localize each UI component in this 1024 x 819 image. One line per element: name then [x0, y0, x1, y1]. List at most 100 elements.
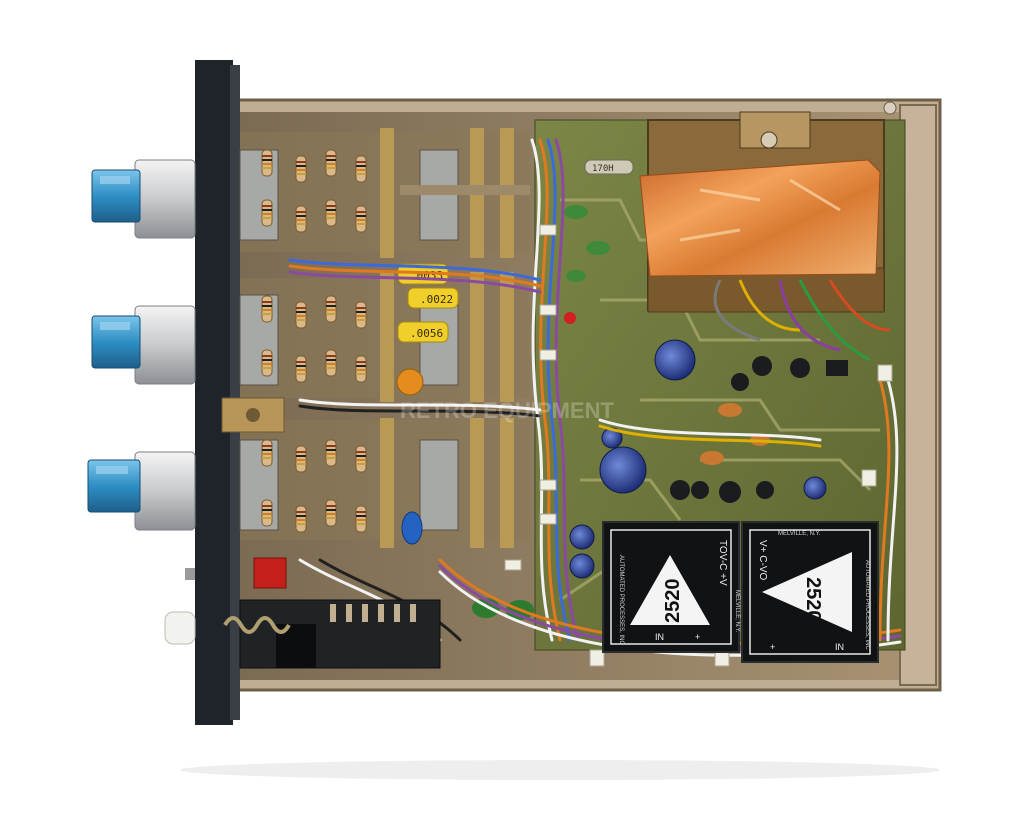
- transformer: [639, 111, 885, 313]
- resistor-band: [296, 311, 306, 313]
- rotary-switch-bank-bottom: [239, 418, 530, 548]
- film-capacitor-3-label: .0056: [410, 327, 443, 340]
- rotary-switch-bank-middle: [239, 272, 530, 402]
- resistor-band: [296, 161, 306, 163]
- resistor-band: [262, 445, 272, 447]
- rotary-switch-bank-top: [239, 128, 530, 258]
- op-amp-2-triangle: [762, 552, 852, 632]
- red-component: [253, 557, 287, 589]
- op-amp-1-model: 2520: [662, 579, 684, 624]
- resistor-band: [356, 455, 366, 457]
- chassis-right-lip: [899, 104, 937, 686]
- watermark: RETRO EQUIPMENT: [400, 398, 614, 423]
- resistor-band: [296, 169, 306, 171]
- op-amp-2-maker: AUTOMATED PROCESSES, INC: [864, 560, 870, 650]
- op-amp-2-model: 2520: [802, 577, 824, 622]
- knob-top[interactable]: [91, 159, 196, 239]
- resistor-band: [296, 315, 306, 317]
- resistor-band: [262, 363, 272, 365]
- copper-foil-wrap: [639, 159, 881, 277]
- op-amp-2-pins: V+ C-VO: [757, 540, 768, 581]
- resistor-band: [296, 519, 306, 521]
- op-amp-1-pins: TOV-C +V: [717, 540, 728, 586]
- resistor-band: [326, 217, 336, 219]
- knob-bottom[interactable]: [87, 451, 196, 531]
- op-amp-2-pin-right: IN: [835, 642, 844, 652]
- resistor-band: [262, 159, 272, 161]
- resistor-band: [262, 209, 272, 211]
- film-capacitor-2: .0022: [407, 287, 459, 309]
- floor-reflection: [180, 760, 940, 780]
- op-amp-1-triangle: [630, 555, 710, 625]
- resistor-band: [356, 365, 366, 367]
- resistor-band: [296, 215, 306, 217]
- knob-middle[interactable]: [91, 305, 196, 385]
- resistor-band: [356, 219, 366, 221]
- resistor-band: [326, 155, 336, 157]
- resistor-band: [326, 301, 336, 303]
- resistor-band: [296, 459, 306, 461]
- bracket-hole: [246, 408, 260, 422]
- op-amp-2-pin-left: +: [770, 642, 775, 652]
- resistor-band: [356, 307, 366, 309]
- electrolytic-capacitor-1: [654, 339, 696, 381]
- resistor-band: [262, 457, 272, 459]
- resistor-band: [326, 359, 336, 361]
- spring-contact: [223, 616, 291, 634]
- tantalum-capacitor-orange: [396, 368, 424, 396]
- electrolytic-capacitor-5: [569, 524, 595, 550]
- resistor-band: [326, 213, 336, 215]
- resistor-band: [356, 161, 366, 163]
- resistor-band: [326, 209, 336, 211]
- resistor-170h-label: 170H: [592, 164, 614, 174]
- resistor-band: [296, 451, 306, 453]
- resistor-band: [262, 155, 272, 157]
- resistor-band: [356, 311, 366, 313]
- op-amp-module-1: 2520 TOV-C +V AUTOMATED PROCESSES, INC M…: [602, 521, 740, 653]
- resistor-band: [296, 463, 306, 465]
- resistor-band: [262, 449, 272, 451]
- resistor-band: [296, 373, 306, 375]
- resistor-band: [262, 163, 272, 165]
- resistor-band: [356, 511, 366, 513]
- tantalum-capacitor-blue: [401, 511, 423, 545]
- resistor-band: [326, 449, 336, 451]
- resistor-band: [262, 313, 272, 315]
- op-amp-module-2: 2520 V+ C-VO AUTOMATED PROCESSES, INC ME…: [741, 521, 879, 663]
- resistor-band: [326, 367, 336, 369]
- electrolytic-capacitor-2: [599, 446, 647, 494]
- resistor-band: [326, 445, 336, 447]
- resistor-band: [296, 173, 306, 175]
- resistor-band: [356, 369, 366, 371]
- resistor-band: [262, 513, 272, 515]
- resistor-band: [326, 509, 336, 511]
- resistor-band: [356, 459, 366, 461]
- resistor-band: [296, 369, 306, 371]
- resistor-band: [356, 165, 366, 167]
- resistor-array: [261, 149, 367, 533]
- resistor-band: [296, 365, 306, 367]
- resistor-band: [296, 515, 306, 517]
- op-amp-1-pin-left: IN: [655, 632, 664, 642]
- faceplate-edge: [230, 65, 240, 720]
- resistor-band: [356, 373, 366, 375]
- resistor-band: [356, 451, 366, 453]
- resistor-band: [356, 515, 366, 517]
- resistor-band: [262, 517, 272, 519]
- electrolytic-capacitor-4: [803, 476, 827, 500]
- resistor-band: [262, 309, 272, 311]
- resistor-band: [262, 367, 272, 369]
- transistors: [670, 356, 848, 503]
- resistor-band: [262, 301, 272, 303]
- resistor-band: [356, 361, 366, 363]
- resistor-band: [262, 217, 272, 219]
- resistor-band: [326, 309, 336, 311]
- resistor-band: [326, 363, 336, 365]
- resistor-band: [326, 517, 336, 519]
- switch-lever: [185, 568, 195, 580]
- resistor-band: [356, 519, 366, 521]
- resistor-band: [326, 355, 336, 357]
- resistor-band: [356, 215, 366, 217]
- op-amp-2-city: MELVILLE, N.Y.: [778, 531, 821, 537]
